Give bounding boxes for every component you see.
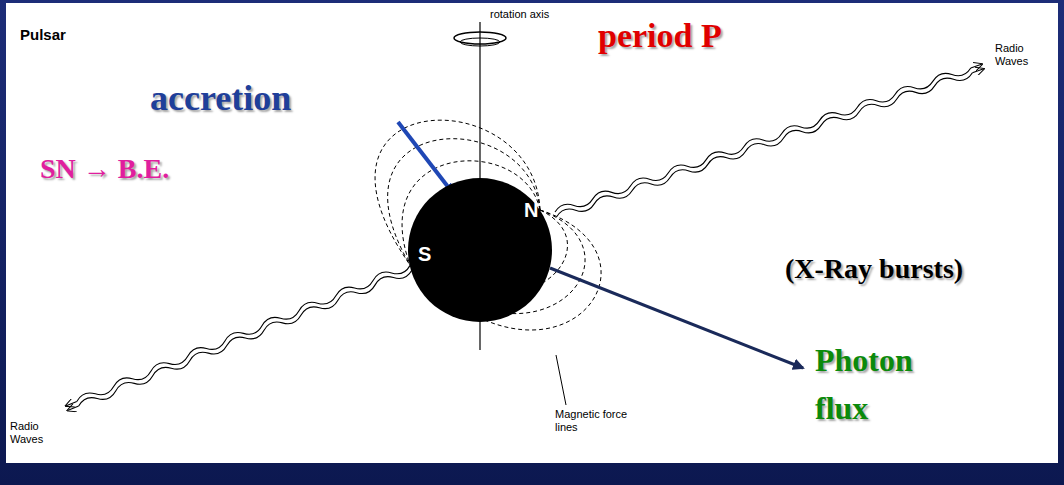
xray-label: (X-Ray bursts): [785, 253, 963, 285]
accretion-label: accretion: [150, 78, 291, 119]
neutron-star: NS: [408, 178, 552, 322]
leader-line: [556, 355, 566, 405]
photon-arrow: [550, 268, 803, 368]
accretion-arrow: [398, 122, 452, 192]
photon-label: Photon flux: [815, 336, 945, 432]
magnetic-field-lines: [375, 120, 601, 330]
wave-label: Radio Waves: [10, 420, 58, 445]
radio-wave: [64, 262, 413, 415]
slide-heading: Pulsar: [20, 26, 66, 43]
field-label: Magnetic force lines: [555, 408, 637, 433]
pole-label: S: [418, 244, 431, 264]
wave-label: Radio Waves: [995, 42, 1043, 67]
radio-wave: [554, 60, 985, 220]
axis-label: rotation axis: [490, 8, 549, 21]
pole-label: N: [524, 200, 538, 220]
period-label: period P: [598, 16, 722, 55]
supernova-label: SN → B.E.: [40, 153, 169, 185]
